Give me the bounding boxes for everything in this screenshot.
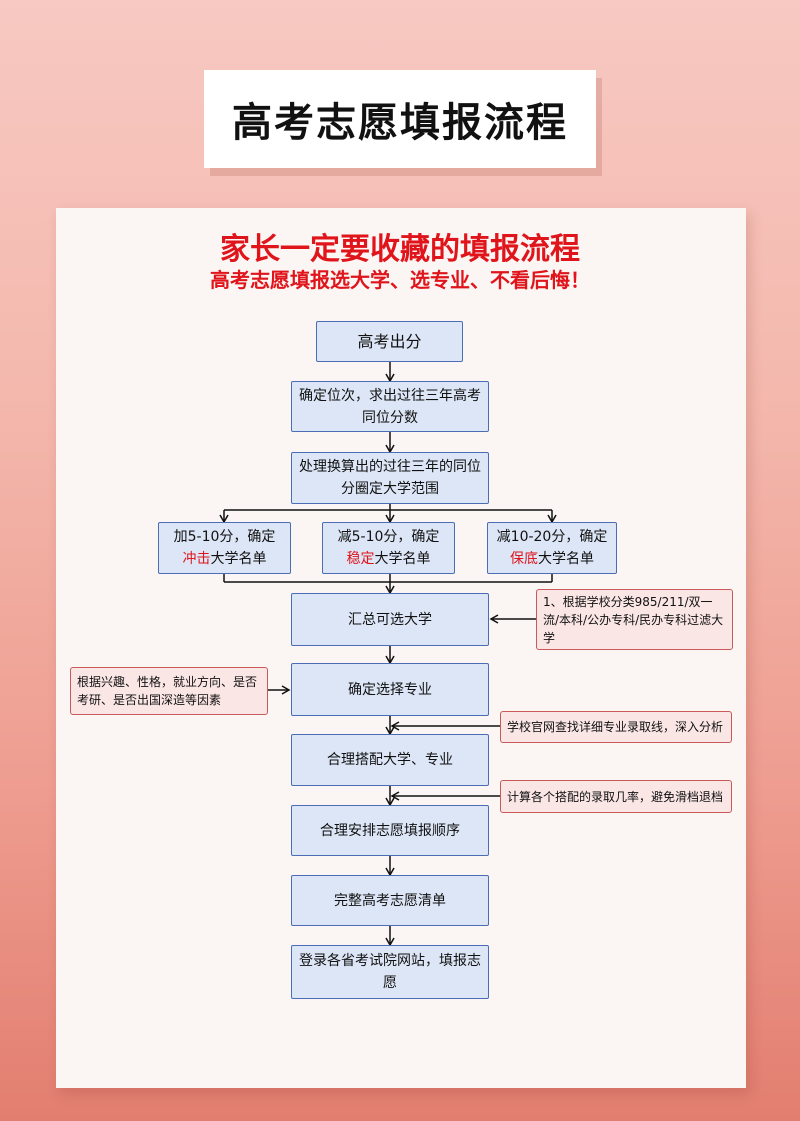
step-label: 汇总可选大学 xyxy=(348,611,432,628)
note-text: 根据兴趣、性格，就业方向、是否考研、是否出国深造等因素 xyxy=(77,675,258,707)
step-label: 确定选择专业 xyxy=(348,681,432,698)
branch-label: 减5-10分，确定稳定大学名单 xyxy=(337,529,440,567)
step-label: 完整高考志愿清单 xyxy=(334,892,446,909)
step-label: 登录各省考试院网站，填报志愿 xyxy=(299,953,481,991)
subheadline: 高考志愿填报选大学、选专业、不看后悔！ xyxy=(210,268,590,292)
page-title: 高考志愿填报流程 xyxy=(232,100,568,146)
branch-highlight: 保底 xyxy=(510,551,538,567)
step-list: 完整高考志愿清单 xyxy=(291,875,489,926)
title-card: 高考志愿填报流程 xyxy=(204,70,596,168)
branch-stable: 减5-10分，确定稳定大学名单 xyxy=(322,522,455,574)
branch-label: 减10-20分，确定保底大学名单 xyxy=(496,529,608,567)
branch-safety: 减10-20分，确定保底大学名单 xyxy=(487,522,617,574)
branch-label: 加5-10分，确定冲击大学名单 xyxy=(173,529,276,567)
step-submit: 登录各省考试院网站，填报志愿 xyxy=(291,945,489,999)
headline: 家长一定要收藏的填报流程 xyxy=(220,232,580,267)
note-admission-line: 学校官网查找详细专业录取线，深入分析 xyxy=(500,711,732,743)
note-probability: 计算各个搭配的录取几率，避免滑档退档 xyxy=(500,780,732,813)
note-text: 计算各个搭配的录取几率，避免滑档退档 xyxy=(507,789,724,804)
step-score-release: 高考出分 xyxy=(316,321,463,362)
step-summary: 汇总可选大学 xyxy=(291,593,489,646)
step-match: 合理搭配大学、专业 xyxy=(291,734,489,786)
step-label: 合理搭配大学、专业 xyxy=(327,752,453,768)
step-label: 高考出分 xyxy=(357,331,422,351)
step-label: 合理安排志愿填报顺序 xyxy=(320,822,460,839)
step-order: 合理安排志愿填报顺序 xyxy=(291,805,489,856)
note-text: 1、根据学校分类985/211/双一流/本科/公办专科/民办专科过滤大学 xyxy=(543,594,724,645)
note-filter: 1、根据学校分类985/211/双一流/本科/公办专科/民办专科过滤大学 xyxy=(536,589,733,650)
step-rank: 确定位次，求出过往三年高考同位分数 xyxy=(291,381,489,432)
step-range: 处理换算出的过往三年的同位分圈定大学范围 xyxy=(291,452,489,504)
step-label: 处理换算出的过往三年的同位分圈定大学范围 xyxy=(299,459,481,497)
step-label: 确定位次，求出过往三年高考同位分数 xyxy=(299,387,481,426)
note-text: 学校官网查找详细专业录取线，深入分析 xyxy=(507,720,724,734)
step-major: 确定选择专业 xyxy=(291,663,489,716)
branch-highlight: 冲击 xyxy=(182,551,211,567)
note-factors: 根据兴趣、性格，就业方向、是否考研、是否出国深造等因素 xyxy=(70,667,268,715)
branch-highlight: 稳定 xyxy=(346,551,375,567)
branch-reach: 加5-10分，确定冲击大学名单 xyxy=(158,522,291,574)
